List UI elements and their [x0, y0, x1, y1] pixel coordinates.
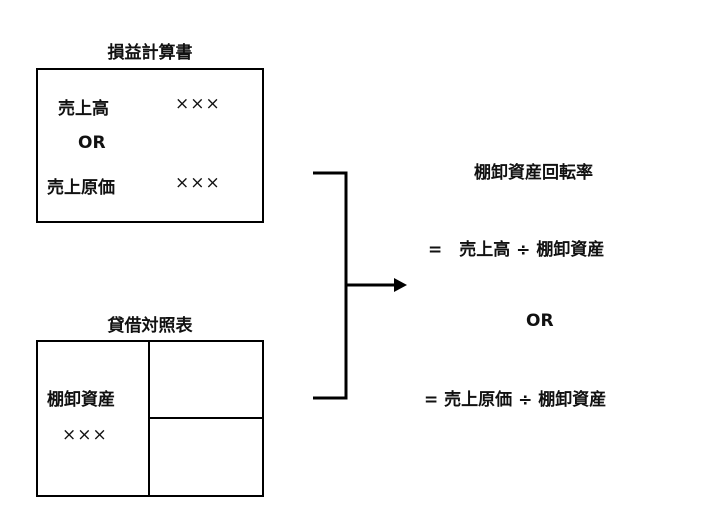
balance-sheet-horizontal-divider [148, 417, 264, 419]
arrow-head [394, 278, 407, 292]
bracket-path [313, 171, 348, 400]
income-statement-box [36, 68, 264, 223]
balance-sheet-title: 貸借対照表 [107, 316, 193, 336]
formula-title: 棚卸資産回転率 [474, 163, 593, 183]
income-statement-cogs-label: 売上原価 [47, 178, 115, 198]
income-statement-cogs-value: ××× [175, 173, 221, 193]
balance-sheet-inventory-label: 棚卸資産 [47, 390, 115, 410]
income-statement-or-label: OR [78, 133, 106, 153]
balance-sheet-inventory-value: ××× [62, 425, 108, 445]
formula-or-label: OR [526, 311, 554, 331]
income-statement-title: 損益計算書 [107, 43, 193, 63]
income-statement-revenue-value: ××× [175, 94, 221, 114]
formula-line-cogs: = 売上原価 ÷ 棚卸資産 [424, 390, 607, 410]
formula-line-revenue: = 売上高 ÷ 棚卸資産 [428, 240, 605, 260]
income-statement-revenue-label: 売上高 [58, 99, 109, 119]
